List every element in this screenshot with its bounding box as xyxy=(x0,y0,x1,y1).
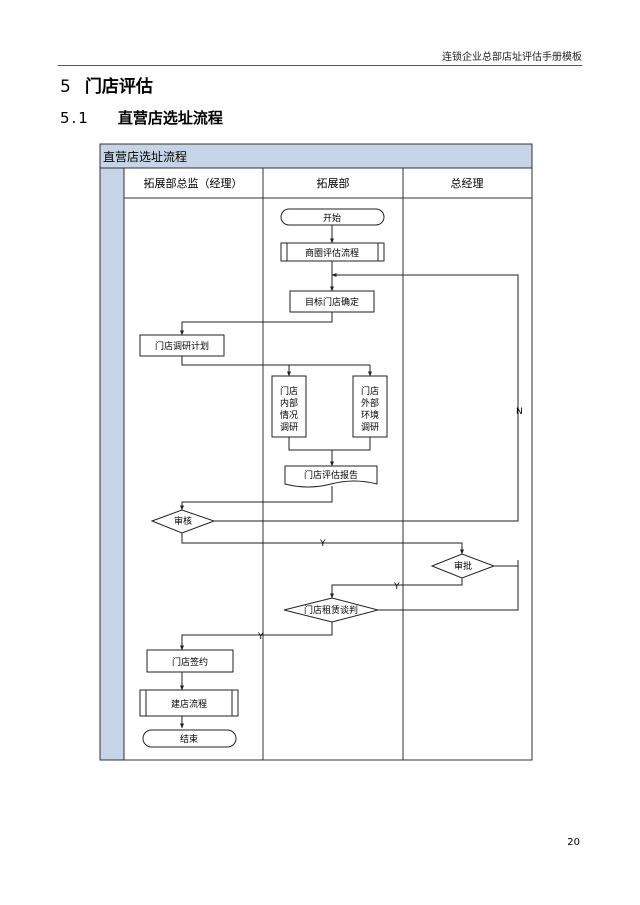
node-internal-line-3: 情况 xyxy=(280,409,298,421)
node-internal-research xyxy=(271,375,307,438)
node-research-plan-label: 门店调研计划 xyxy=(155,340,209,352)
node-research-plan xyxy=(139,334,225,357)
lane-label-director: 拓展部总监（经理） xyxy=(144,176,243,190)
section-number: 5 xyxy=(60,77,71,97)
node-end xyxy=(142,729,237,748)
subsection-heading: 5.1 直营店选址流程 xyxy=(60,107,223,128)
flowchart-title: 直营店选址流程 xyxy=(103,149,187,164)
edge-label-negotiate-yes: Y xyxy=(257,632,264,642)
node-report-label: 门店评估报告 xyxy=(304,469,358,481)
page-number: 20 xyxy=(567,837,580,848)
edge-label-review-no: N xyxy=(516,407,523,417)
node-external-line-3: 环境 xyxy=(361,409,379,421)
node-external-line-4: 调研 xyxy=(361,422,379,433)
node-start-label: 开始 xyxy=(323,212,341,224)
node-internal-line-4: 调研 xyxy=(280,422,298,433)
header-doc-title: 连锁企业总部店址评估手册模板 xyxy=(442,52,582,63)
header-rule xyxy=(58,65,582,66)
subsection-title: 直营店选址流程 xyxy=(117,109,223,127)
section-heading: 5 门店评估 xyxy=(60,72,153,97)
node-end-label: 结束 xyxy=(180,733,198,745)
section-title: 门店评估 xyxy=(84,77,153,97)
node-start xyxy=(280,208,385,226)
node-build-label: 建店流程 xyxy=(171,698,207,710)
node-trade-area-label: 商圈评估流程 xyxy=(305,247,359,259)
node-external-line-1: 门店 xyxy=(361,385,379,397)
node-trade-area xyxy=(280,242,385,262)
edge-label-review-yes: Y xyxy=(319,539,326,549)
node-approve xyxy=(430,553,496,579)
node-internal-line-2: 内部 xyxy=(280,397,298,409)
node-target-store xyxy=(289,290,375,313)
flowchart-side-bar xyxy=(99,167,125,761)
node-sign xyxy=(146,649,234,673)
node-sign-label: 门店签约 xyxy=(172,656,208,668)
node-review xyxy=(150,509,216,534)
node-review-label: 审核 xyxy=(174,515,192,527)
edge-label-approve-yes: Y xyxy=(393,582,400,592)
node-negotiate-label: 门店租赁谈判 xyxy=(304,604,358,616)
node-report xyxy=(284,465,378,488)
node-approve-label: 审批 xyxy=(454,560,472,572)
flowchart-title-bar xyxy=(99,143,533,169)
node-negotiate xyxy=(283,597,380,623)
node-build xyxy=(139,689,239,717)
node-external-line-2: 外部 xyxy=(361,397,379,409)
node-internal-line-1: 门店 xyxy=(280,385,298,397)
subsection-number: 5.1 xyxy=(60,109,90,127)
node-target-store-label: 目标门店确定 xyxy=(305,296,359,308)
lane-label-gm: 总经理 xyxy=(451,176,484,190)
lane-label-expansion: 拓展部 xyxy=(317,176,350,190)
node-external-research xyxy=(352,375,388,438)
